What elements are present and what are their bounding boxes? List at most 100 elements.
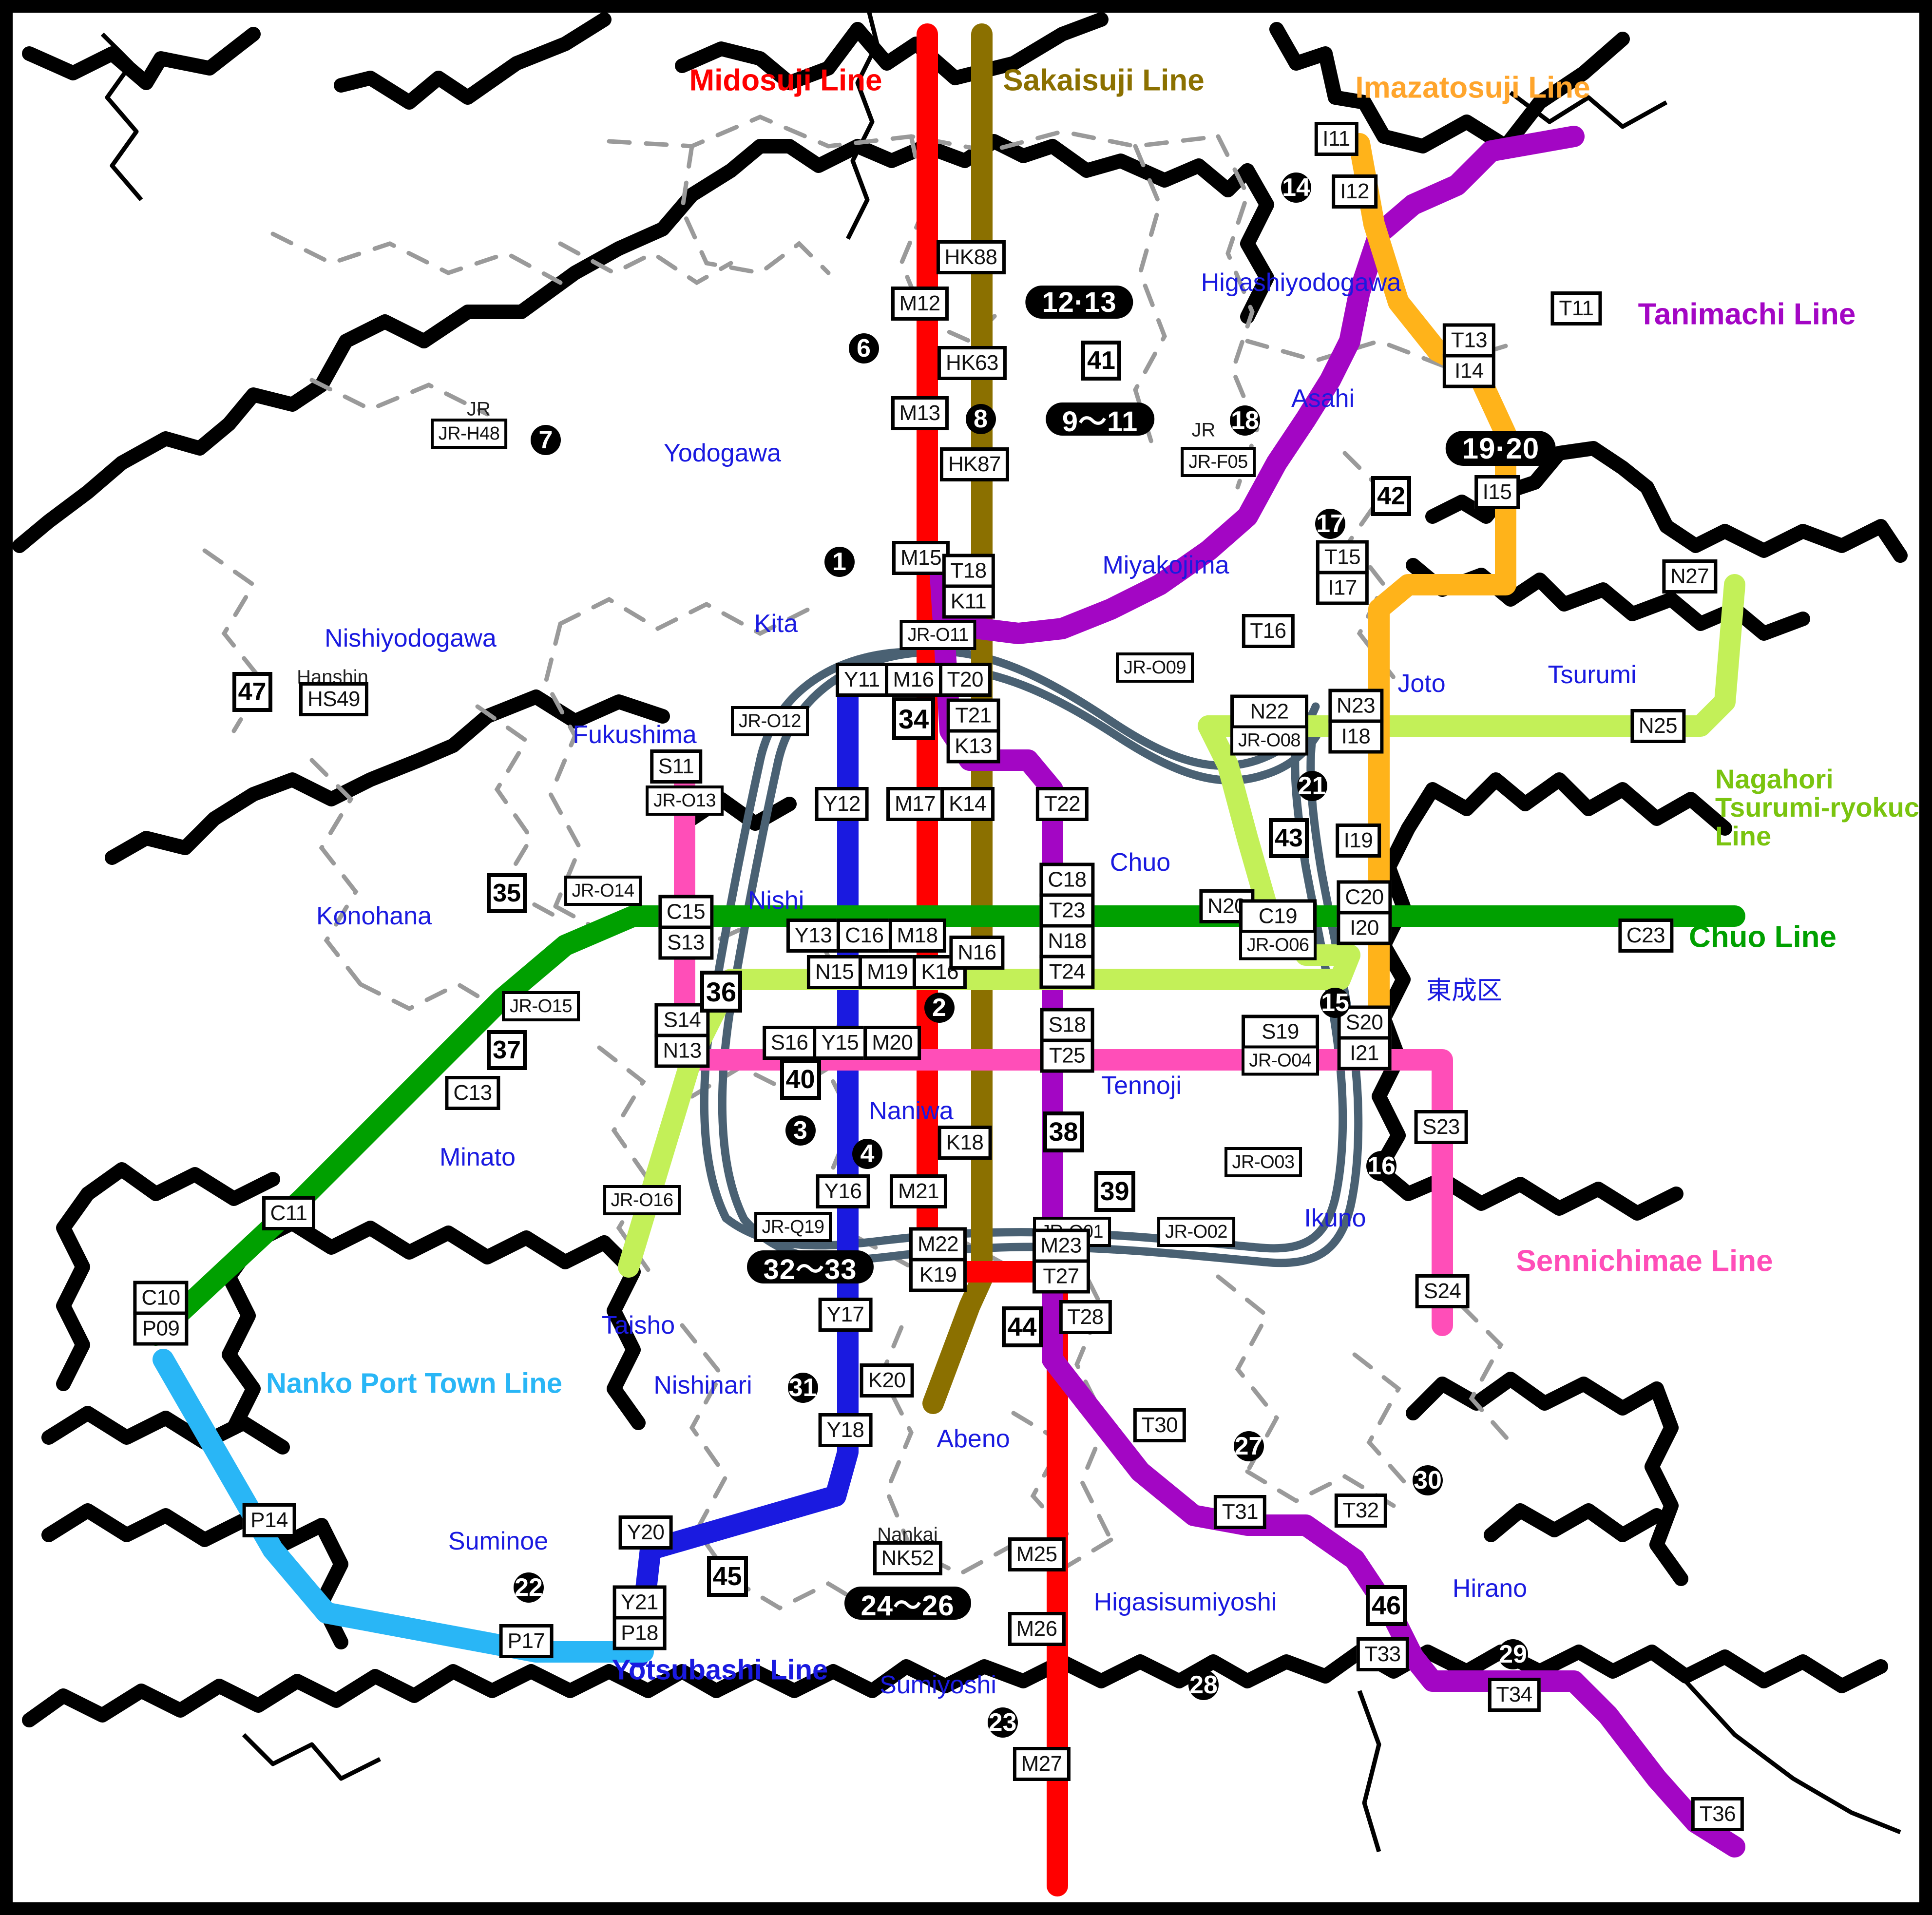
map-marker-37[interactable]: 37 — [487, 1030, 527, 1070]
station-code-N18[interactable]: N18 — [1039, 924, 1095, 958]
station-code-I20[interactable]: I20 — [1337, 911, 1392, 945]
map-marker-46[interactable]: 46 — [1366, 1585, 1407, 1626]
station-code-T30[interactable]: T30 — [1133, 1408, 1186, 1442]
station-code-M13[interactable]: M13 — [891, 396, 949, 430]
map-marker-43[interactable]: 43 — [1269, 818, 1309, 858]
map-marker-1[interactable]: 1 — [824, 546, 855, 577]
station-code-S23[interactable]: S23 — [1414, 1110, 1468, 1144]
station-code-K14[interactable]: K14 — [940, 787, 995, 821]
station-code-C18[interactable]: C18 — [1039, 862, 1095, 897]
station-code-N15[interactable]: N15 — [806, 955, 862, 989]
map-marker-8[interactable]: 8 — [965, 404, 996, 434]
station-code-T27[interactable]: T27 — [1032, 1259, 1090, 1293]
station-code-C11[interactable]: C11 — [262, 1196, 316, 1230]
station-code-I17[interactable]: I17 — [1316, 571, 1369, 605]
map-marker-41[interactable]: 41 — [1081, 341, 1121, 381]
station-code-K11[interactable]: K11 — [942, 584, 995, 618]
station-code-M15[interactable]: M15 — [892, 541, 950, 575]
station-code-M18[interactable]: M18 — [888, 919, 946, 953]
station-code-JR-O11[interactable]: JR-O11 — [899, 619, 976, 650]
map-marker-2[interactable]: 2 — [924, 992, 955, 1023]
station-code-JR-O02[interactable]: JR-O02 — [1157, 1216, 1235, 1247]
station-code-T28[interactable]: T28 — [1059, 1300, 1112, 1334]
station-code-M19[interactable]: M19 — [859, 955, 917, 989]
station-code-I12[interactable]: I12 — [1332, 174, 1377, 209]
station-code-N16[interactable]: N16 — [949, 936, 1005, 970]
station-code-JR-O06[interactable]: JR-O06 — [1239, 930, 1317, 960]
map-marker-17[interactable]: 17 — [1315, 509, 1345, 539]
station-code-HK63[interactable]: HK63 — [937, 346, 1007, 380]
station-code-T25[interactable]: T25 — [1040, 1038, 1094, 1073]
station-code-JR-O15[interactable]: JR-O15 — [502, 991, 580, 1021]
station-code-Y13[interactable]: Y13 — [786, 919, 841, 953]
station-code-T34[interactable]: T34 — [1488, 1677, 1541, 1712]
station-code-M22[interactable]: M22 — [909, 1227, 967, 1262]
map-marker-45[interactable]: 45 — [707, 1556, 748, 1597]
station-code-S16[interactable]: S16 — [762, 1026, 817, 1060]
station-code-M25[interactable]: M25 — [1008, 1537, 1066, 1571]
map-marker-3[interactable]: 3 — [785, 1115, 816, 1146]
station-code-N27[interactable]: N27 — [1662, 559, 1718, 594]
station-code-HK88[interactable]: HK88 — [936, 240, 1006, 274]
station-code-M21[interactable]: M21 — [889, 1174, 948, 1208]
station-code-C23[interactable]: C23 — [1618, 919, 1674, 953]
station-code-JR-O13[interactable]: JR-O13 — [646, 785, 724, 816]
map-marker-9_11[interactable]: 9〜11 — [1045, 402, 1155, 438]
station-code-S18[interactable]: S18 — [1040, 1008, 1094, 1042]
map-marker-36[interactable]: 36 — [700, 971, 742, 1013]
station-code-M12[interactable]: M12 — [891, 286, 949, 321]
station-code-HS49[interactable]: HS49 — [299, 682, 369, 716]
station-code-T18[interactable]: T18 — [942, 554, 995, 588]
station-code-M27[interactable]: M27 — [1013, 1747, 1071, 1781]
map-marker-4[interactable]: 4 — [852, 1138, 882, 1169]
station-code-JR-O04[interactable]: JR-O04 — [1241, 1045, 1320, 1076]
station-code-S13[interactable]: S13 — [658, 925, 714, 959]
station-code-T13[interactable]: T13 — [1442, 323, 1496, 358]
map-marker-40[interactable]: 40 — [780, 1059, 821, 1100]
station-code-NK52[interactable]: NK52 — [873, 1541, 942, 1575]
station-code-T11[interactable]: T11 — [1550, 291, 1602, 326]
station-code-P18[interactable]: P18 — [612, 1616, 667, 1650]
station-code-Y20[interactable]: Y20 — [618, 1515, 673, 1550]
map-marker-21[interactable]: 21 — [1297, 770, 1327, 801]
station-code-Y18[interactable]: Y18 — [818, 1413, 873, 1447]
station-code-S24[interactable]: S24 — [1415, 1274, 1470, 1308]
map-marker-29[interactable]: 29 — [1498, 1639, 1528, 1669]
station-code-JR-F05[interactable]: JR-F05 — [1181, 446, 1256, 477]
map-marker-22[interactable]: 22 — [514, 1572, 544, 1603]
station-code-M20[interactable]: M20 — [863, 1026, 921, 1060]
station-code-I11[interactable]: I11 — [1314, 122, 1358, 156]
station-code-JR-O16[interactable]: JR-O16 — [603, 1185, 681, 1215]
station-code-I19[interactable]: I19 — [1335, 823, 1381, 858]
map-marker-23[interactable]: 23 — [987, 1707, 1018, 1738]
map-marker-6[interactable]: 6 — [848, 333, 879, 364]
station-code-T33[interactable]: T33 — [1356, 1637, 1409, 1671]
station-code-T16[interactable]: T16 — [1242, 614, 1295, 648]
station-code-I18[interactable]: I18 — [1328, 719, 1384, 754]
station-code-JR-O03[interactable]: JR-O03 — [1224, 1147, 1302, 1177]
station-code-C16[interactable]: C16 — [837, 919, 892, 953]
station-code-M23[interactable]: M23 — [1032, 1228, 1090, 1263]
station-code-T20[interactable]: T20 — [938, 663, 992, 697]
map-marker-7[interactable]: 7 — [531, 424, 561, 455]
station-code-M17[interactable]: M17 — [886, 787, 944, 821]
station-code-T31[interactable]: T31 — [1213, 1494, 1267, 1529]
map-marker-34[interactable]: 34 — [892, 697, 935, 740]
map-marker-42[interactable]: 42 — [1371, 476, 1411, 516]
station-code-N22[interactable]: N22 — [1230, 694, 1308, 728]
station-code-I21[interactable]: I21 — [1337, 1036, 1392, 1071]
station-code-K20[interactable]: K20 — [860, 1363, 914, 1398]
station-code-K19[interactable]: K19 — [909, 1258, 967, 1292]
station-code-T21[interactable]: T21 — [946, 698, 1000, 733]
station-code-P09[interactable]: P09 — [133, 1311, 189, 1346]
station-code-JR-O14[interactable]: JR-O14 — [564, 875, 642, 906]
station-code-Y16[interactable]: Y16 — [816, 1174, 870, 1208]
map-marker-16[interactable]: 16 — [1366, 1150, 1396, 1181]
station-code-JR-Q19[interactable]: JR-Q19 — [754, 1211, 832, 1242]
station-code-N13[interactable]: N13 — [654, 1034, 710, 1068]
map-marker-35[interactable]: 35 — [487, 873, 527, 913]
map-marker-32_33[interactable]: 32〜33 — [746, 1250, 874, 1285]
station-code-Y12[interactable]: Y12 — [815, 787, 869, 821]
station-code-M16[interactable]: M16 — [884, 663, 942, 697]
map-marker-30[interactable]: 30 — [1413, 1465, 1443, 1495]
